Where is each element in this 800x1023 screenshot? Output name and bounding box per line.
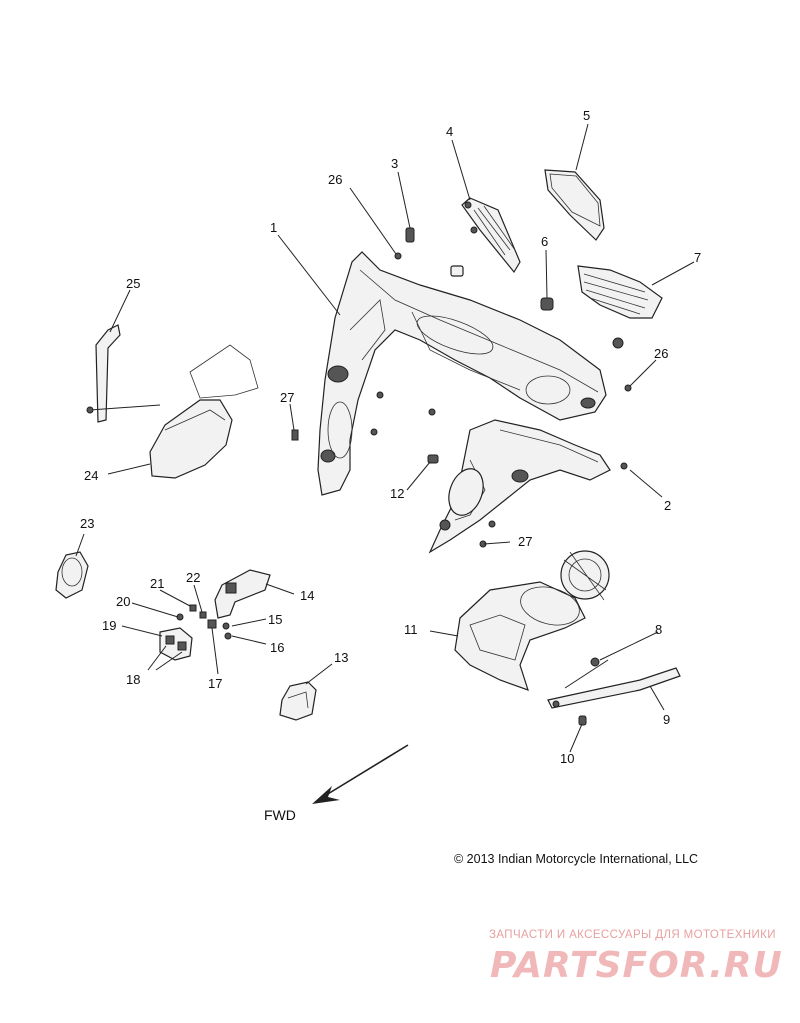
copyright-notice: © 2013 Indian Motorcycle International, … xyxy=(454,852,699,866)
part-12-clip xyxy=(427,454,439,464)
callout-17: 17 xyxy=(208,676,222,691)
callout-8: 8 xyxy=(655,622,662,637)
callout-7: 7 xyxy=(694,250,701,265)
part-8-rod xyxy=(564,657,609,689)
callout-5: 5 xyxy=(583,108,590,123)
fasteners xyxy=(291,252,632,548)
callout-26-right: 26 xyxy=(654,346,668,361)
part-10-screw xyxy=(578,715,587,726)
callout-26-top: 26 xyxy=(328,172,342,187)
callout-27-left: 27 xyxy=(280,390,294,405)
callout-21: 21 xyxy=(150,576,164,591)
callout-18: 18 xyxy=(126,672,140,687)
fwd-label: FWD xyxy=(264,807,296,823)
part-17-spacer xyxy=(207,619,217,629)
part-19-switch xyxy=(159,627,193,661)
part-1-fairing xyxy=(317,251,607,496)
part-16-nut xyxy=(224,632,232,640)
callout-11: 11 xyxy=(404,622,418,637)
part-23-cap xyxy=(55,551,89,599)
callout-24: 24 xyxy=(84,468,98,483)
forward-direction-arrow: FWD xyxy=(264,744,409,823)
part-11-headlight-bucket xyxy=(454,550,610,691)
callout-22: 22 xyxy=(186,570,200,585)
callout-6: 6 xyxy=(541,234,548,249)
callout-12: 12 xyxy=(390,486,404,501)
callout-20: 20 xyxy=(116,594,130,609)
part-15-washer xyxy=(222,622,230,630)
part-24-side-pocket xyxy=(149,344,259,479)
callout-27-bottom: 27 xyxy=(518,534,532,549)
leader-lines xyxy=(75,123,695,753)
part-4-grille xyxy=(461,197,521,274)
callout-1: 1 xyxy=(270,220,277,235)
callout-15: 15 xyxy=(268,612,282,627)
part-14-bracket xyxy=(214,569,271,619)
callout-9: 9 xyxy=(663,712,670,727)
part-21-bolt xyxy=(189,604,197,612)
part-3-screw xyxy=(405,227,415,243)
callout-3: 3 xyxy=(391,156,398,171)
callout-25: 25 xyxy=(126,276,140,291)
part-5-lens xyxy=(544,169,605,241)
callout-14: 14 xyxy=(300,588,314,603)
callout-10: 10 xyxy=(560,751,574,766)
part-13-trim xyxy=(279,681,317,721)
part-22-clip xyxy=(199,611,207,619)
callout-23: 23 xyxy=(80,516,94,531)
callout-19: 19 xyxy=(102,618,116,633)
watermark-subtitle: ЗАПЧАСТИ И АКСЕССУАРЫ ДЛЯ МОТОТЕХНИКИ xyxy=(489,929,776,941)
part-7-vent xyxy=(577,265,663,319)
part-2-inner-panel xyxy=(428,419,611,554)
part-9-brace xyxy=(547,667,681,709)
callout-2: 2 xyxy=(664,498,671,513)
callout-4: 4 xyxy=(446,124,453,139)
callout-labels: 1 2 3 4 5 6 7 8 9 10 11 12 13 14 15 16 1… xyxy=(80,108,701,766)
watermark-logo: PARTSFOR.RU xyxy=(490,945,783,986)
callout-13: 13 xyxy=(334,650,348,665)
callout-16: 16 xyxy=(270,640,284,655)
part-25-arm xyxy=(86,324,161,423)
